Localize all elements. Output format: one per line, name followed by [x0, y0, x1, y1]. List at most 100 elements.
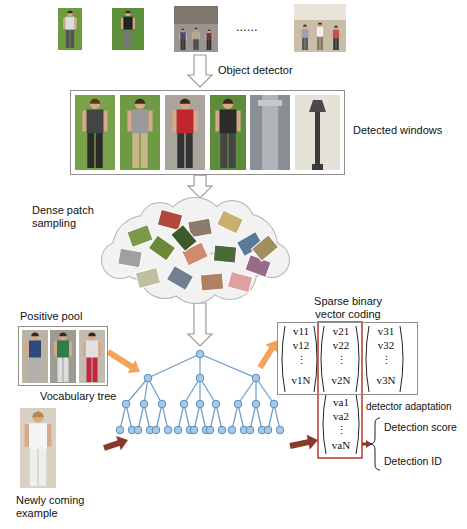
person-arm: [41, 342, 44, 357]
person-leg: [229, 132, 236, 168]
adaptation-frame: [318, 322, 362, 458]
person-leg: [333, 37, 336, 50]
photo-background: [79, 330, 105, 383]
image-patch: [213, 245, 236, 263]
person-arm: [339, 31, 341, 39]
image-patch: [166, 266, 193, 291]
person-torso: [302, 29, 308, 38]
person-torso: [123, 17, 132, 30]
tree-node: [252, 400, 260, 408]
photo-background: [174, 6, 218, 52]
tree-branch: [148, 354, 200, 378]
image-patch: [245, 255, 271, 278]
person-leg: [30, 357, 35, 383]
person-figure: [26, 333, 44, 383]
tree-node: [228, 426, 236, 434]
coding-matrix-box: Sparse binary vector codingv11v12⋮v1Nv21…: [277, 322, 418, 395]
person-head: [334, 26, 338, 30]
person-arm: [83, 342, 86, 357]
image-patch: [118, 248, 142, 268]
tree-node: [164, 426, 172, 434]
person-leg: [124, 29, 128, 48]
person-head: [67, 11, 73, 17]
vector-entry: ⋮: [326, 424, 356, 437]
person-head: [125, 11, 131, 17]
person-head: [88, 333, 96, 341]
photo-background: [22, 330, 48, 383]
person-arm: [192, 32, 193, 39]
person-figure: [192, 27, 200, 50]
person-leg: [30, 448, 38, 486]
flow-arrow: [188, 175, 212, 198]
person-figure: [215, 99, 240, 169]
positive-pool-box: Positive pool: [18, 326, 108, 386]
person-leg: [177, 132, 184, 168]
tree-node: [180, 400, 188, 408]
person-figure: [82, 99, 107, 169]
stone-pillar: [262, 95, 278, 170]
person-hair: [31, 333, 39, 337]
tree-node: [140, 400, 148, 408]
person-leg: [93, 357, 98, 383]
person-head: [31, 333, 39, 341]
tree-node: [264, 426, 272, 434]
matrix-entry: v22: [326, 339, 356, 352]
person-figure: [179, 29, 187, 51]
photo-background: [58, 8, 82, 50]
person-leg: [128, 29, 132, 48]
matrix-bracket: [323, 394, 326, 454]
image-patch: [127, 225, 153, 248]
flow-arrow: [188, 303, 212, 346]
person-hair: [303, 24, 307, 26]
person-figure: [63, 11, 77, 49]
pool-arrow: [257, 340, 278, 369]
person-arm: [82, 111, 86, 132]
person-hair: [334, 26, 338, 28]
matrix-entry: v3N: [371, 374, 401, 387]
person-hair: [88, 333, 96, 337]
query-arrow: [103, 436, 128, 451]
person-leg: [87, 132, 94, 168]
person-arm: [186, 33, 187, 40]
person-leg: [302, 37, 305, 50]
output-brace: [370, 418, 380, 470]
tree-node: [144, 374, 152, 382]
person-head: [32, 412, 43, 423]
person-leg: [132, 132, 139, 168]
person-figure: [315, 22, 325, 50]
person-arm: [172, 111, 176, 132]
person-hair: [67, 11, 73, 14]
person-arm: [47, 424, 52, 447]
photo-background: [250, 95, 290, 170]
image-patch: [251, 235, 278, 261]
tree-node: [116, 426, 124, 434]
stone-pillar: [258, 100, 282, 106]
person-figure: [172, 99, 197, 169]
detected-crops: [75, 95, 340, 170]
node-heading: Positive pool: [20, 310, 82, 323]
person-leg: [181, 39, 183, 50]
tree-branch: [148, 378, 162, 404]
person-arm: [199, 32, 200, 39]
node-heading: Sparse binary vector coding: [308, 295, 388, 320]
lamp-post: [315, 110, 320, 170]
query-arrow: [289, 435, 318, 450]
node-heading: Dense patch sampling: [32, 204, 98, 229]
matrix-bracket: [356, 394, 359, 454]
vector-entry: va2: [326, 410, 356, 423]
matrix-entry: v1N: [286, 374, 316, 387]
person-leg: [220, 132, 227, 168]
person-torso: [206, 33, 211, 40]
person-leg: [70, 29, 74, 48]
person-arm: [215, 111, 219, 132]
person-arm: [127, 111, 131, 132]
person-hair: [194, 27, 197, 29]
image-patch: [227, 271, 252, 292]
person-hair: [59, 333, 67, 337]
person-arm: [26, 342, 29, 357]
person-torso: [132, 110, 149, 134]
person-figure: [205, 30, 213, 51]
person-hair: [207, 30, 210, 32]
matrix-bracket: [321, 326, 324, 392]
person-arm: [148, 111, 152, 132]
